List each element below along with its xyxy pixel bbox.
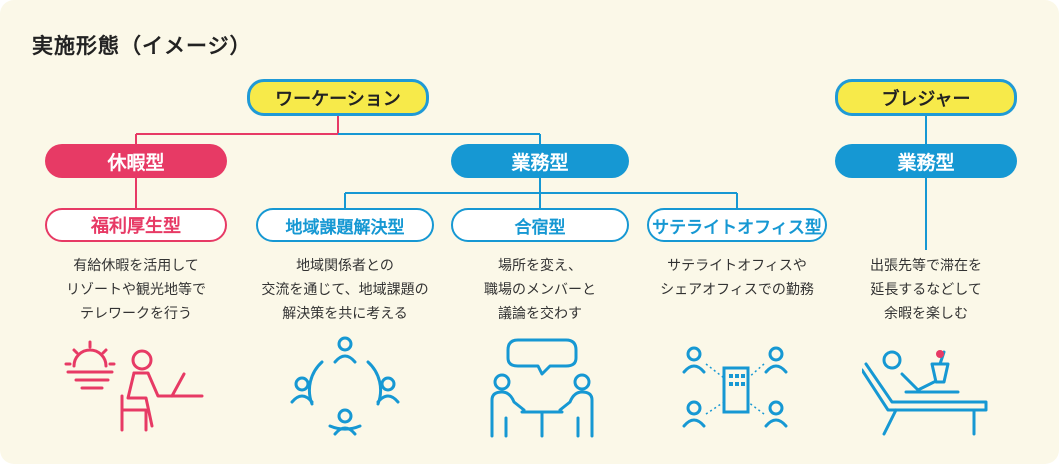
regional-issue-type-node: 地域課題解決型 <box>256 208 434 242</box>
workcation-node: ワーケーション <box>247 79 429 116</box>
bleisure-node: ブレジャー <box>835 79 1017 116</box>
meeting-table-icon <box>490 338 594 438</box>
welfare-type-node: 福利厚生型 <box>45 208 227 242</box>
people-circle-icon <box>290 336 400 436</box>
satellite-office-icon <box>682 346 788 428</box>
sunset-laptop-icon <box>64 340 204 432</box>
page-title: 実施形態（イメージ） <box>32 34 252 58</box>
training-camp-type-node: 合宿型 <box>451 208 629 242</box>
regional-issue-description: 地域関係者との 交流を通じて、地域課題の 解決策を共に考える <box>261 258 429 322</box>
lounge-chair-icon <box>862 350 988 436</box>
bleisure-description: 出張先等で滞在を 延長するなどして 余暇を楽しむ <box>870 258 982 322</box>
training-camp-description: 場所を変え、 職場のメンバーと 議論を交わす <box>484 258 596 322</box>
business-type-node: 業務型 <box>451 144 629 178</box>
welfare-description: 有給休暇を活用して リゾートや観光地等で テレワークを行う <box>66 258 206 322</box>
satellite-office-type-node: サテライトオフィス型 <box>647 208 827 242</box>
bleisure-business-type-node: 業務型 <box>835 144 1017 178</box>
vacation-type-node: 休暇型 <box>45 144 227 178</box>
satellite-office-description: サテライトオフィスや シェアオフィスでの勤務 <box>660 258 814 298</box>
